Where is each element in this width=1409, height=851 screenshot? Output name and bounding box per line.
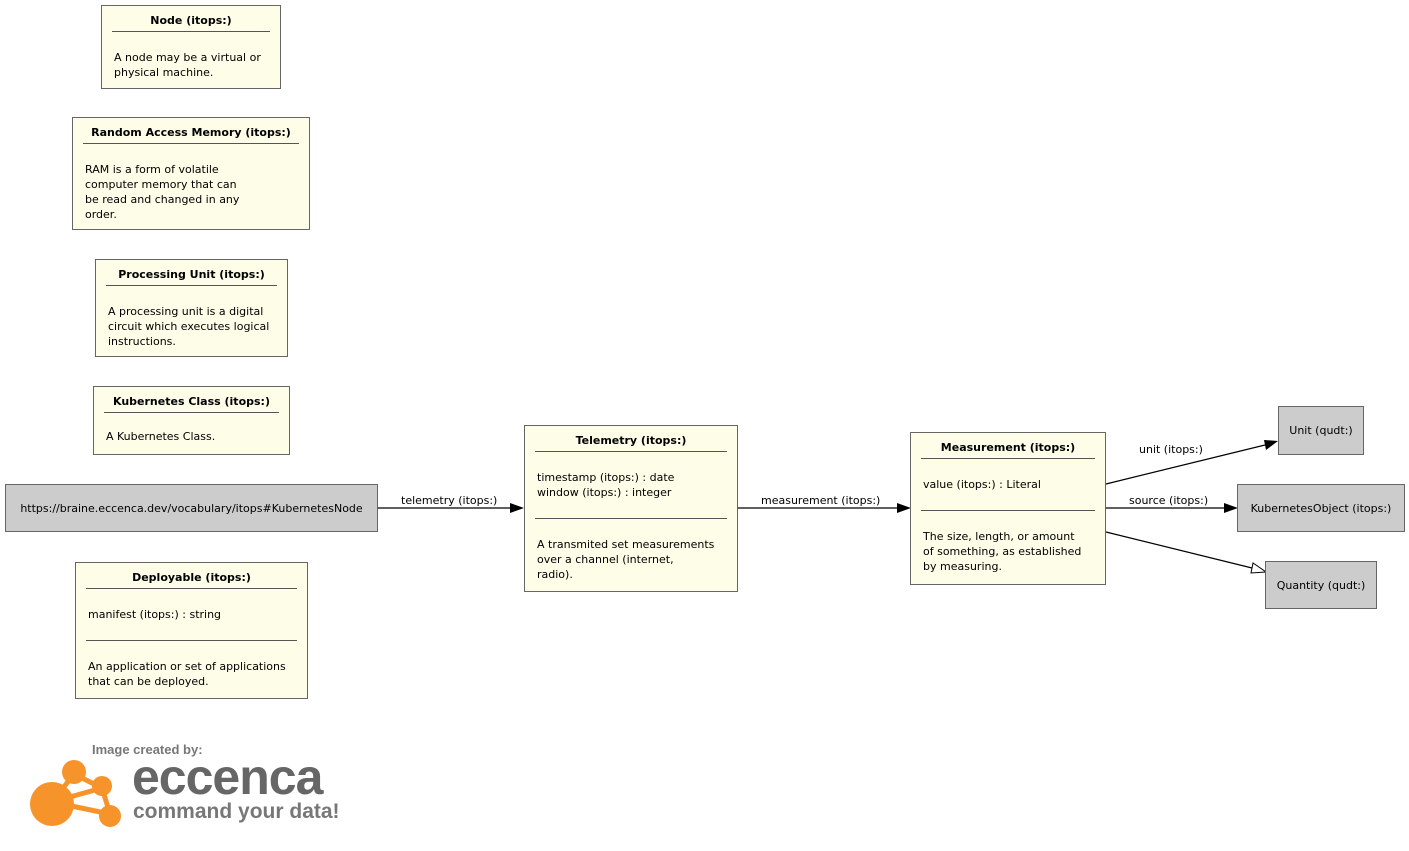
edge-label-unit: unit (itops:)	[1139, 443, 1203, 456]
class-attribute: window (itops:) : integer	[537, 486, 672, 499]
class-attributes: value (itops:) : Literal	[921, 459, 1095, 511]
class-description: RAM is a form of volatile computer memor…	[85, 163, 240, 221]
edge-label-telemetry: telemetry (itops:)	[401, 494, 498, 507]
class-measurement: Measurement (itops:) value (itops:) : Li…	[910, 432, 1106, 585]
class-description: A Kubernetes Class.	[106, 430, 216, 443]
edge-label-measurement: measurement (itops:)	[761, 494, 881, 507]
edge-label-source: source (itops:)	[1129, 494, 1209, 507]
arrowhead-icon	[1264, 440, 1278, 450]
class-kubernetes-class: Kubernetes Class (itops:) A Kubernetes C…	[93, 386, 290, 455]
class-node: Node (itops:) A node may be a virtual or…	[101, 5, 281, 89]
class-title: Kubernetes Class (itops:)	[104, 394, 279, 413]
class-attributes: manifest (itops:) : string	[86, 589, 297, 641]
edge-source	[1106, 503, 1238, 513]
class-telemetry: Telemetry (itops:) timestamp (itops:) : …	[524, 425, 738, 592]
class-attribute: value (itops:) : Literal	[923, 478, 1041, 491]
class-processing-unit: Processing Unit (itops:) A processing un…	[95, 259, 288, 357]
external-node-unit: Unit (qudt:)	[1278, 406, 1364, 455]
edge-measurement	[738, 503, 911, 513]
hollow-arrowhead-icon	[1250, 562, 1268, 574]
class-title: Measurement (itops:)	[921, 440, 1095, 459]
arrowhead-icon	[1224, 503, 1238, 513]
class-ram: Random Access Memory (itops:) RAM is a f…	[72, 117, 310, 230]
class-description: An application or set of applications th…	[88, 660, 286, 688]
external-node-kubernetes-node: https://braine.eccenca.dev/vocabulary/it…	[5, 484, 378, 532]
class-description: The size, length, or amount of something…	[923, 530, 1082, 573]
class-description: A transmited set measurements over a cha…	[537, 538, 715, 581]
class-deployable: Deployable (itops:) manifest (itops:) : …	[75, 562, 308, 699]
external-node-kubernetes-object: KubernetesObject (itops:)	[1237, 484, 1405, 532]
arrowhead-icon	[510, 503, 524, 513]
class-title: Telemetry (itops:)	[535, 433, 727, 452]
eccenca-logo: Image created by: eccenca command your d…	[28, 742, 358, 834]
external-node-quantity: Quantity (qudt:)	[1265, 561, 1377, 609]
class-title: Node (itops:)	[112, 13, 270, 32]
edge-unit	[1105, 440, 1278, 485]
arrowhead-icon	[897, 503, 911, 513]
logo-tagline: command your data!	[133, 800, 340, 823]
class-description: A processing unit is a digital circuit w…	[108, 305, 270, 348]
eccenca-network-icon	[30, 760, 121, 827]
edge-subclass-quantity	[1105, 531, 1268, 574]
class-title: Processing Unit (itops:)	[106, 267, 277, 286]
logo-brand: eccenca	[132, 749, 323, 805]
class-attributes: timestamp (itops:) : date window (itops:…	[535, 452, 727, 519]
logo-caption: Image created by:	[92, 742, 203, 757]
class-description: A node may be a virtual or physical mach…	[114, 51, 261, 79]
class-title: Random Access Memory (itops:)	[83, 125, 299, 144]
class-title: Deployable (itops:)	[86, 570, 297, 589]
class-attribute: timestamp (itops:) : date	[537, 471, 675, 484]
edge-telemetry	[378, 503, 524, 513]
class-attribute: manifest (itops:) : string	[88, 608, 222, 621]
